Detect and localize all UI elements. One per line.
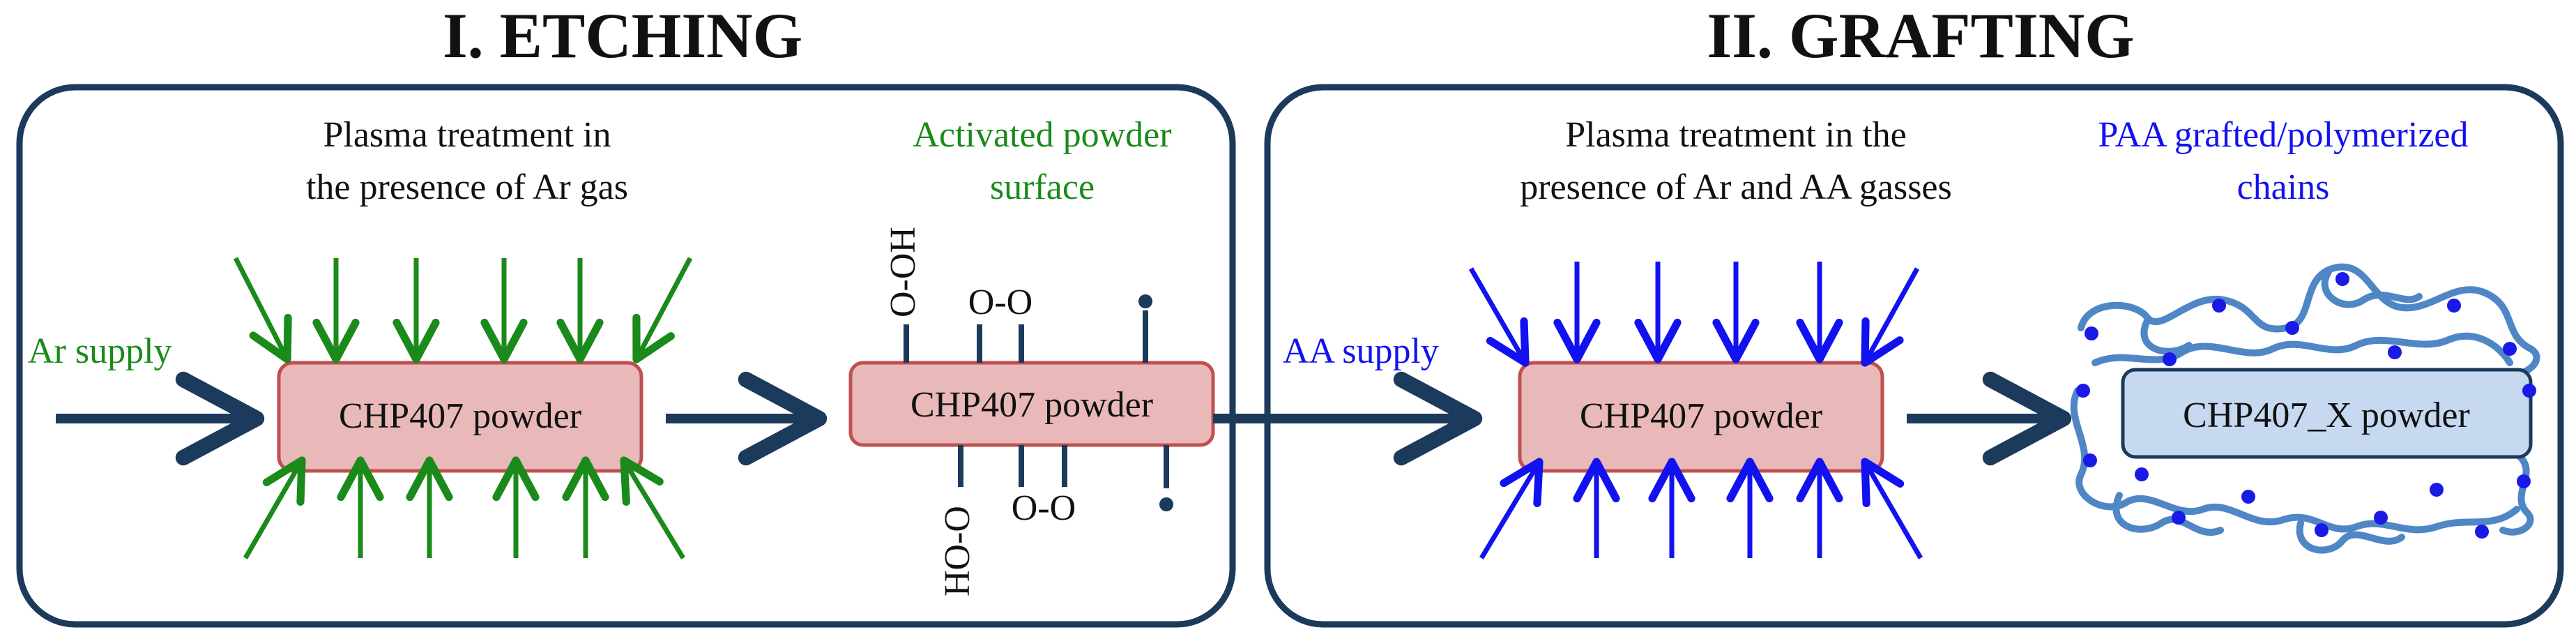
- ar-plasma-arrows-top: [233, 257, 693, 363]
- chain-dot: [2517, 474, 2531, 488]
- aa-plasma-arrows-top: [1468, 262, 1920, 367]
- chain-dot: [2241, 490, 2255, 504]
- chain-dot: [2212, 299, 2226, 313]
- surface-functional-groups: [904, 310, 1169, 488]
- paa-chain: [2296, 520, 2405, 554]
- aa-supply-label: AA supply: [1283, 331, 1439, 371]
- grafting-powder-label: CHP407 powder: [1580, 396, 1822, 436]
- blue-arrow: [1479, 458, 1544, 559]
- green-arrow: [620, 456, 685, 559]
- green-arrow: [243, 456, 306, 559]
- radical-dot: [1138, 294, 1152, 308]
- grafting-plasma-caption-line1: Plasma treatment in the: [1565, 115, 1907, 155]
- group-o-oh-label: O-OH: [883, 227, 923, 317]
- group-ho-o-label: HO-O: [938, 506, 977, 596]
- chain-dot: [2335, 272, 2349, 286]
- etching-title: I. ETCHING: [443, 0, 802, 71]
- group-o-o-top-label: O-O: [968, 283, 1032, 322]
- green-arrow: [233, 257, 292, 363]
- etching-powder-box: [277, 361, 643, 473]
- chain-dot: [2475, 525, 2489, 539]
- chain-dot: [2374, 511, 2388, 525]
- paa-chain: [2140, 317, 2193, 355]
- grafting-powder-box: [1518, 361, 1884, 473]
- chain-dot: [2083, 453, 2097, 467]
- paa-chain: [2078, 263, 2540, 378]
- radical-dot: [1159, 497, 1173, 511]
- grafting-panel: [1264, 84, 2564, 628]
- grafting-title: II. GRAFTING: [1707, 0, 2134, 71]
- chain-dot: [2522, 384, 2536, 398]
- chain-dot: [2076, 384, 2090, 398]
- etching-plasma-caption-line2: the presence of Ar gas: [306, 167, 628, 207]
- chain-dot: [2135, 467, 2149, 481]
- chain-dot: [2085, 326, 2098, 340]
- etching-panel: [16, 84, 1236, 628]
- paa-chains-caption-line2: chains: [2237, 167, 2330, 207]
- green-arrow: [632, 257, 693, 363]
- chain-dot: [2172, 511, 2186, 525]
- chain-dot: [2315, 523, 2329, 537]
- paa-chain: [2070, 387, 2520, 534]
- paa-chains-caption-line1: PAA grafted/polymerized: [2098, 115, 2469, 155]
- blue-arrow: [1861, 267, 1920, 367]
- aa-plasma-arrows-bottom: [1479, 458, 1923, 559]
- activated-powder-label: CHP407 powder: [910, 385, 1153, 425]
- paa-chain: [2321, 269, 2423, 308]
- ar-plasma-arrows-bottom: [243, 456, 685, 559]
- activated-surface-caption-line2: surface: [990, 167, 1095, 207]
- etching-powder-label: CHP407 powder: [339, 396, 581, 436]
- etching-plasma-caption-line1: Plasma treatment in: [323, 115, 611, 155]
- chain-dot: [2163, 352, 2177, 366]
- product-powder-label: CHP407_X powder: [2183, 396, 2470, 435]
- ar-supply-label: Ar supply: [28, 331, 172, 371]
- product-powder-box: [2121, 368, 2533, 459]
- blue-arrow: [1861, 458, 1923, 559]
- activated-powder-box: [848, 361, 1215, 447]
- group-o-o-bottom-label: O-O: [1012, 488, 1076, 528]
- chain-dot: [2503, 342, 2517, 356]
- blue-arrow: [1468, 267, 1530, 367]
- chain-dot: [2430, 483, 2444, 497]
- chain-dot: [2285, 321, 2299, 335]
- grafting-plasma-caption-line2: presence of Ar and AA gasses: [1520, 167, 1952, 207]
- chain-dot: [2388, 345, 2402, 359]
- paa-chain: [2112, 492, 2224, 536]
- chain-dot: [2447, 299, 2461, 313]
- activated-surface-caption-line1: Activated powder: [913, 115, 1171, 155]
- paa-chain-dots: [2076, 272, 2536, 539]
